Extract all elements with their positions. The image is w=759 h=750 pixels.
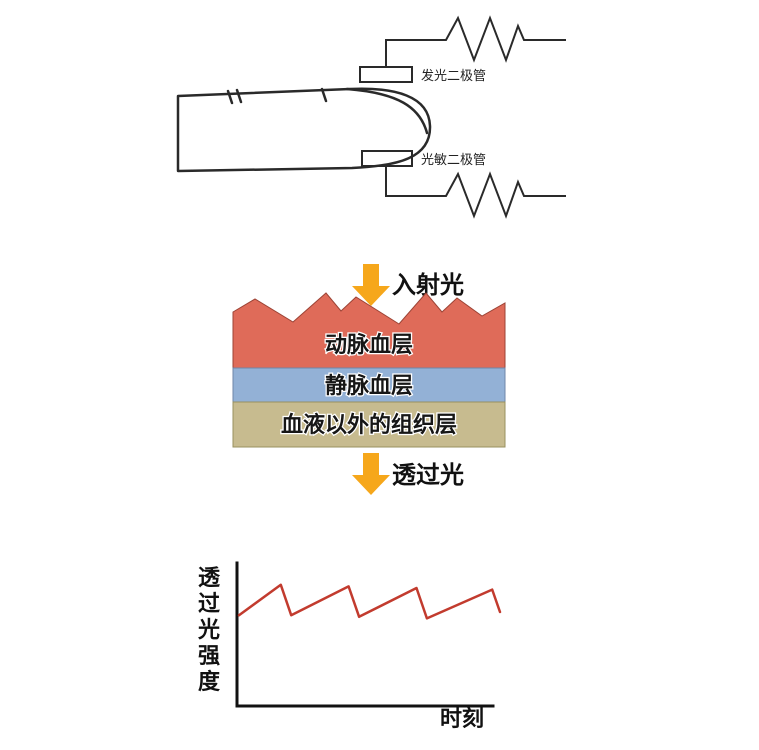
venous-layer-label: 静脉血层 — [325, 373, 413, 398]
transmitted-light-label: 透过光 — [392, 462, 464, 489]
arterial-layer-shape — [232, 292, 506, 369]
fingernail-line — [345, 87, 429, 135]
transmitted-light-arrow-icon — [352, 453, 390, 495]
absorption-layer-diagram: 入射光 动脉血层 静脉血层 血液以外的组织层 透过光 — [232, 264, 506, 495]
bottom-wire-zigzag — [385, 166, 566, 219]
sensor-circuit-diagram: 发光二极管 光敏二极管 — [176, 15, 566, 219]
arterial-layer-label: 动脉血层 — [325, 332, 413, 357]
led-label: 发光二极管 — [421, 68, 486, 83]
y-axis-label: 透过光强度 — [197, 565, 221, 694]
tissue-layer-shape — [232, 401, 506, 448]
incident-light-arrow-icon — [352, 264, 390, 306]
finger-outline — [176, 87, 432, 173]
venous-layer-shape — [232, 367, 506, 403]
incident-light-label: 入射光 — [392, 272, 464, 299]
photodiode-label: 光敏二极管 — [421, 152, 486, 167]
knuckle-crease-right — [320, 87, 328, 103]
pulse-waveform — [237, 583, 502, 620]
knuckle-crease-left — [226, 88, 243, 105]
tissue-layer-label: 血液以外的组织层 — [281, 412, 457, 437]
x-axis-label: 时刻 — [440, 706, 484, 731]
led-block — [359, 66, 413, 83]
chart-axes — [235, 561, 495, 708]
intensity-time-chart: 透过光强度 时刻 — [197, 561, 502, 731]
top-wire-zigzag — [385, 15, 566, 67]
